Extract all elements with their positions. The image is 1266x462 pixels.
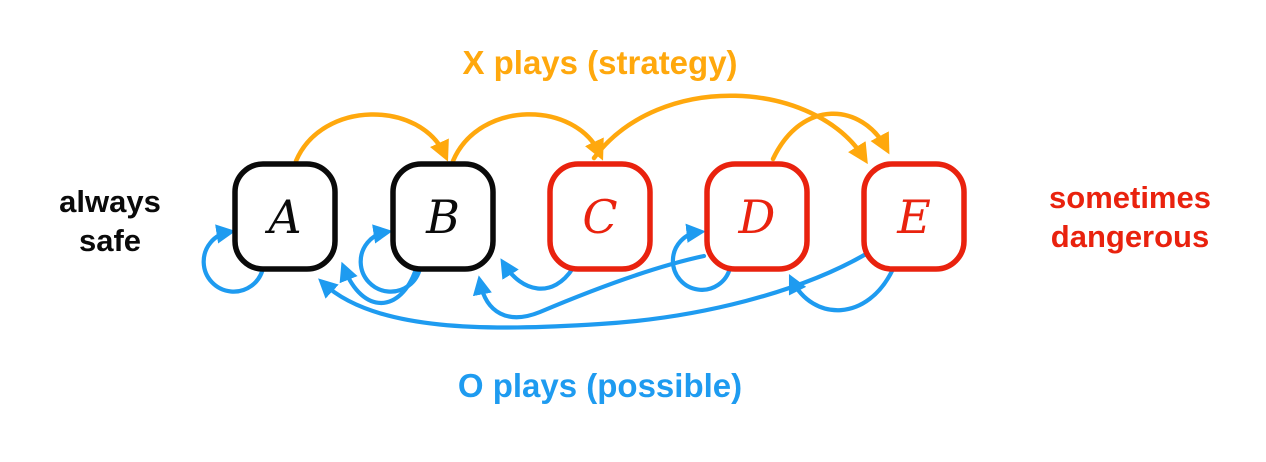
node-C: C (547, 161, 653, 272)
node-B-label: B (425, 190, 460, 244)
edge-o-C-B (500, 258, 576, 291)
edge-o-B-A (339, 261, 419, 306)
edge-x-B-C (450, 112, 604, 164)
edge-o-A-A-self-loop (201, 224, 266, 294)
node-D-box (704, 161, 810, 272)
x-plays-strategy-label: X plays (strategy) (462, 44, 738, 81)
node-E: E (861, 161, 967, 272)
edge-o-D-D-self-loop (670, 223, 733, 292)
node-E-label: E (896, 190, 931, 244)
node-C-box (547, 161, 653, 272)
always-safe-line1: always (59, 184, 161, 219)
edge-o-D-B (472, 253, 707, 320)
node-E-box (861, 161, 967, 272)
sometimes-dangerous-label: sometimes dangerous (1005, 178, 1255, 256)
node-D: D (704, 161, 810, 272)
node-D-label: D (738, 190, 776, 244)
edge-o-E-D (788, 266, 896, 313)
edge-x-D-E (770, 111, 890, 162)
node-A-label: A (264, 190, 301, 244)
o-plays-possible-label: O plays (possible) (457, 367, 743, 404)
node-A: A (232, 161, 338, 272)
edge-x-A-B (293, 112, 449, 164)
node-A-box (232, 161, 338, 272)
edge-x-C-E (591, 93, 868, 165)
sometimes-dangerous-line1: sometimes (1049, 180, 1211, 215)
sometimes-dangerous-line2: dangerous (1050, 219, 1210, 254)
always-safe-label: always safe (20, 182, 200, 260)
node-B-box (390, 161, 496, 272)
always-safe-line2: safe (78, 223, 142, 258)
edge-o-E-A (318, 251, 869, 330)
node-B: B (390, 161, 496, 272)
node-C-label: C (582, 190, 617, 244)
